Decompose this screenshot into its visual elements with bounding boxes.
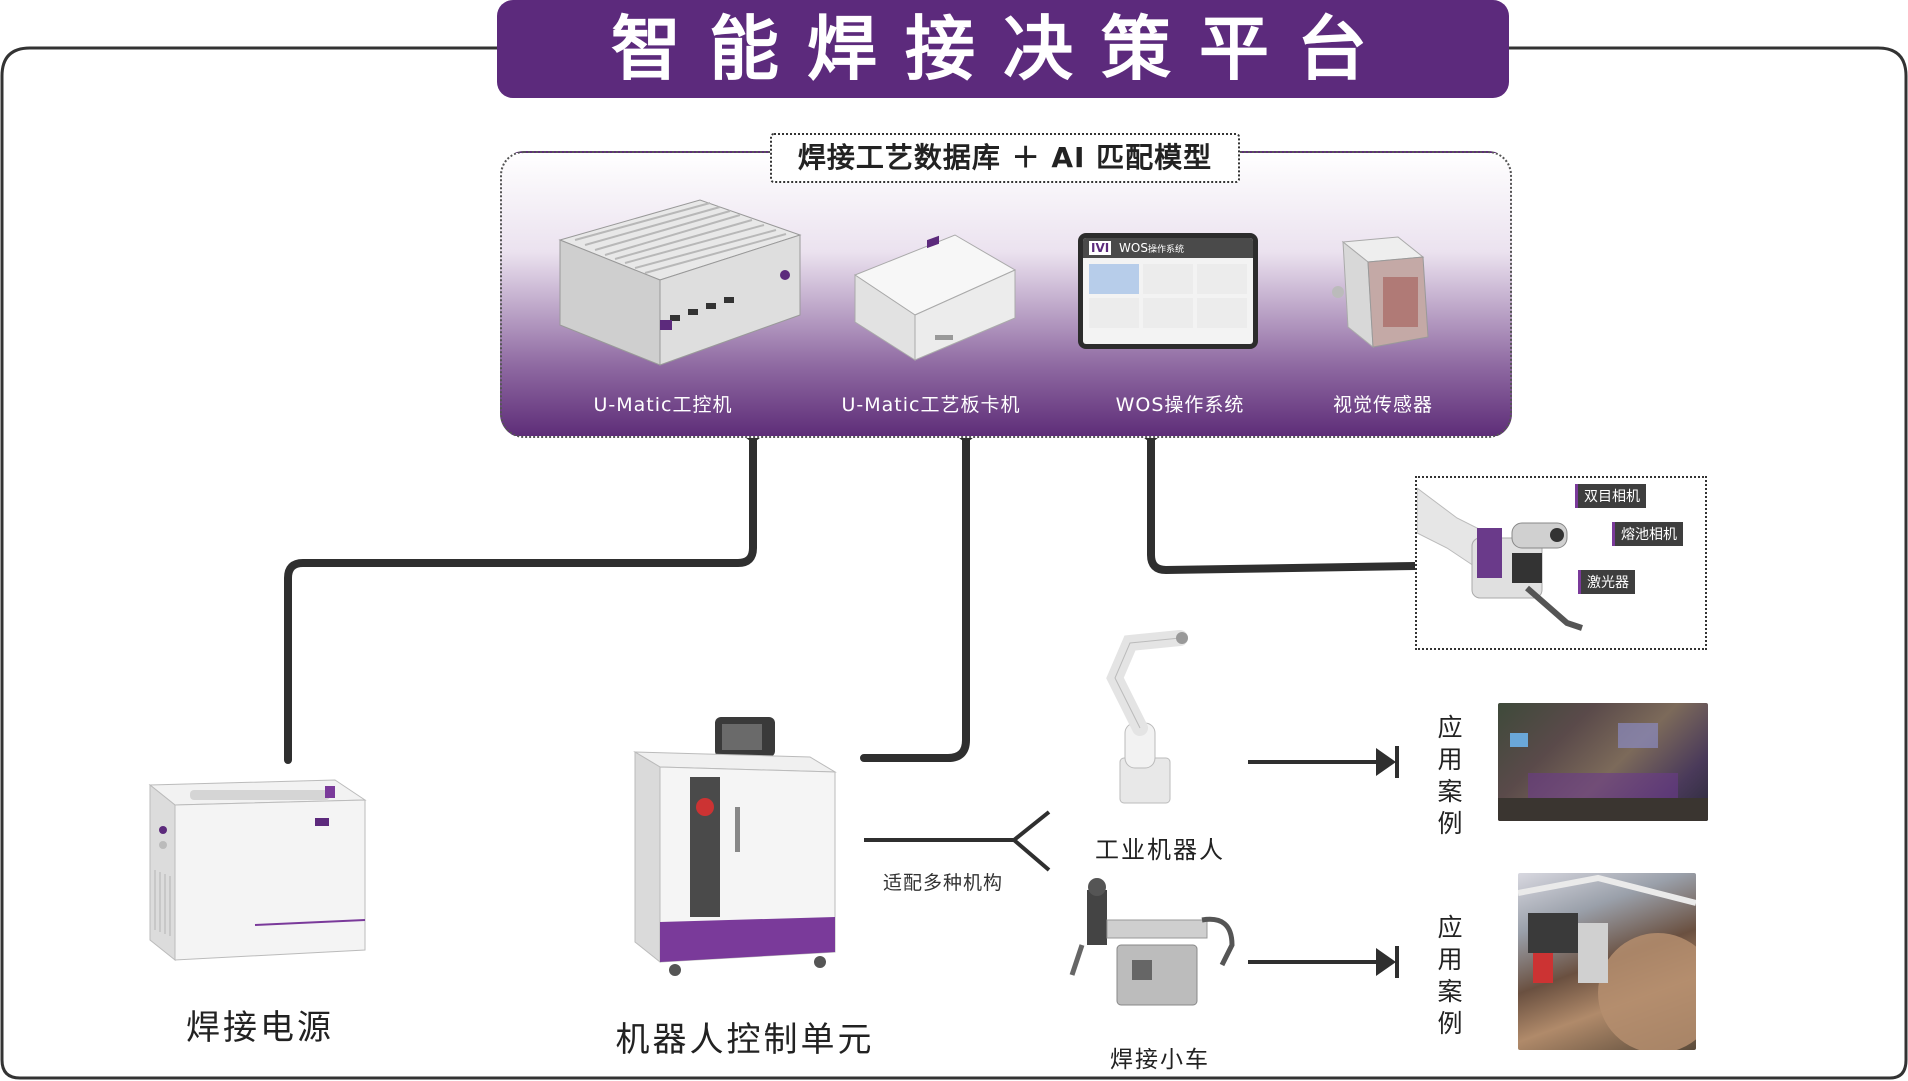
line-pc-to-power xyxy=(284,428,757,764)
tablet-os-icon: IVI WOS操作系统 xyxy=(1078,233,1258,349)
platform-label-wos: WOS操作系统 xyxy=(1115,394,1245,416)
case-photo-carriage-art xyxy=(1518,874,1696,1050)
tablet-logo-icon: IVI xyxy=(1089,241,1112,255)
tablet-header: IVI WOS操作系统 xyxy=(1083,238,1253,258)
robot-control-icon xyxy=(633,717,837,976)
line-wos-to-sensor xyxy=(1147,428,1419,575)
tablet-app-tile xyxy=(1197,298,1247,328)
label-industrial-robot: 工业机器人 xyxy=(1095,836,1225,864)
vision-sensor-icon xyxy=(1332,236,1429,349)
case-char: 例 xyxy=(1437,809,1463,838)
case-char: 例 xyxy=(1437,1009,1463,1038)
tablet-app-tile xyxy=(1089,264,1139,294)
case-photo-robot-art xyxy=(1498,723,1708,821)
tablet-app-tile xyxy=(1197,264,1247,294)
tablet-app-grid xyxy=(1083,258,1253,334)
label-adapter-note: 适配多种机构 xyxy=(882,872,1003,894)
welding-head-icon xyxy=(1416,487,1583,631)
process-board-icon xyxy=(853,234,1017,361)
case-char: 应 xyxy=(1437,713,1463,742)
case-label-robot: 应 用 案 例 xyxy=(1435,712,1465,840)
platform-label-pc: U-Matic工控机 xyxy=(593,394,733,416)
adapter-fork xyxy=(864,810,1051,872)
tablet-brand: WOS xyxy=(1119,241,1148,255)
case-char: 应 xyxy=(1437,913,1463,942)
case-char: 案 xyxy=(1437,977,1463,1006)
tablet-app-tile xyxy=(1089,298,1139,328)
case-char: 案 xyxy=(1437,777,1463,806)
page-title: 智能焊接决策平台 xyxy=(497,0,1509,98)
tablet-screen: IVI WOS操作系统 xyxy=(1083,238,1253,344)
label-power-source: 焊接电源 xyxy=(186,1008,334,1048)
sensor-tag-laser: 激光器 xyxy=(1578,570,1635,594)
case-char: 用 xyxy=(1437,745,1463,774)
tablet-app-tile xyxy=(1143,298,1193,328)
arrow-head-carriage xyxy=(1376,948,1396,976)
label-welding-carriage: 焊接小车 xyxy=(1110,1047,1210,1073)
arrow-head-robot xyxy=(1376,748,1396,776)
case-label-carriage: 应 用 案 例 xyxy=(1435,912,1465,1040)
industrial-pc-icon xyxy=(558,199,802,366)
line-board-to-control xyxy=(860,428,970,762)
platform-label-sensor: 视觉传感器 xyxy=(1332,394,1433,416)
case-photo-robot xyxy=(1498,703,1708,821)
platform-subtitle: 焊接工艺数据库 ＋ AI 匹配模型 xyxy=(770,133,1240,183)
case-char: 用 xyxy=(1437,945,1463,974)
welding-carriage-icon xyxy=(1069,878,1235,1006)
industrial-robot-icon xyxy=(1106,630,1188,804)
power-source-icon xyxy=(148,779,367,962)
tablet-caption: 操作系统 xyxy=(1147,245,1184,255)
sensor-tag-pool-camera: 熔池相机 xyxy=(1612,522,1683,546)
case-photo-carriage xyxy=(1518,873,1696,1050)
tablet-app-tile xyxy=(1143,264,1193,294)
label-robot-control: 机器人控制单元 xyxy=(615,1020,875,1060)
sensor-detail-box xyxy=(1415,476,1707,650)
platform-label-board: U-Matic工艺板卡机 xyxy=(841,394,1021,416)
outer-frame xyxy=(0,46,1908,1080)
sensor-tag-binocular: 双目相机 xyxy=(1575,484,1646,508)
